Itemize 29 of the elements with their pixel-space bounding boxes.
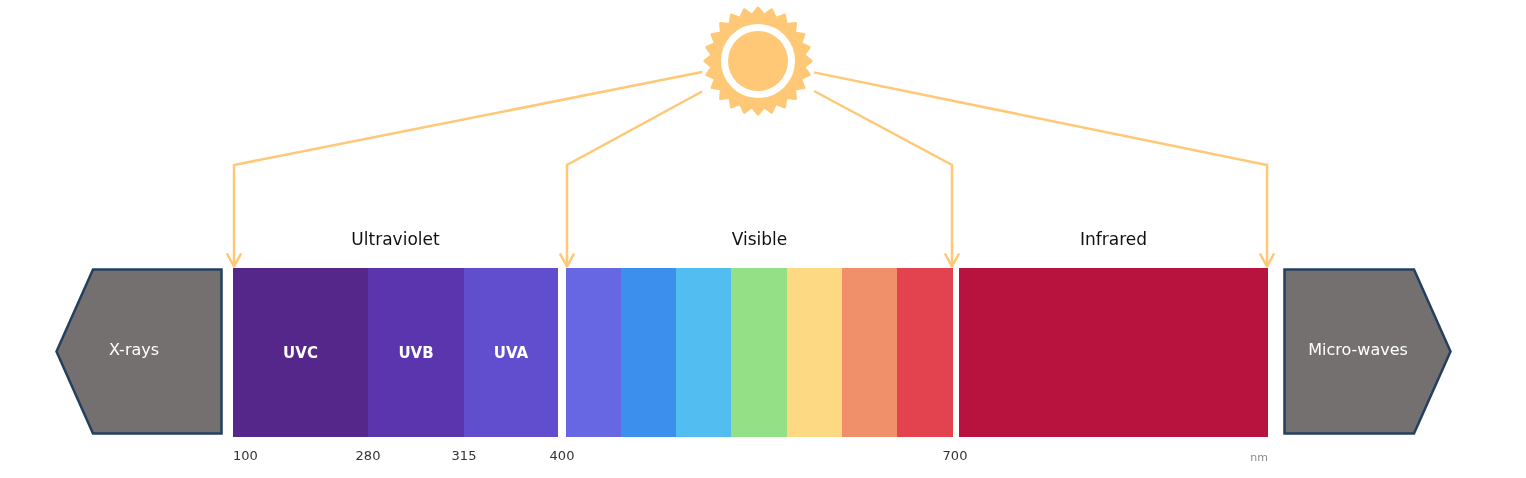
spectrum-band	[731, 268, 787, 437]
spectrum-band	[368, 268, 464, 437]
scale-value: 700	[942, 448, 968, 464]
band-label: X-rays	[108, 339, 160, 360]
scale-value: 400	[549, 448, 575, 464]
scale-value: 100	[233, 448, 258, 464]
unit-label: nm	[1250, 450, 1268, 466]
spectrum-band	[897, 268, 953, 437]
scale-value: 315	[451, 448, 477, 464]
spectrum-band	[566, 268, 621, 437]
arrow	[226, 70, 703, 268]
spectrum-band	[787, 268, 842, 437]
spectrum-band	[621, 268, 676, 437]
band-heading: Ultraviolet	[351, 229, 440, 249]
band-label: Micro-waves	[1308, 339, 1408, 360]
spectrum-band	[464, 268, 558, 437]
spectrum-band	[842, 268, 897, 437]
band-heading: Infrared	[1080, 229, 1147, 249]
arrow	[813, 71, 1275, 268]
band-label: UVA	[493, 343, 529, 362]
scale-value: 280	[355, 448, 381, 464]
arrow	[813, 89, 960, 268]
sun-icon	[702, 5, 814, 117]
spectrum-band	[233, 268, 368, 437]
band-label: UVC	[283, 343, 318, 362]
spectrum-band	[676, 268, 731, 437]
band-heading: Visible	[731, 229, 788, 249]
arrow	[559, 90, 703, 268]
band-label: UVB	[398, 343, 434, 362]
